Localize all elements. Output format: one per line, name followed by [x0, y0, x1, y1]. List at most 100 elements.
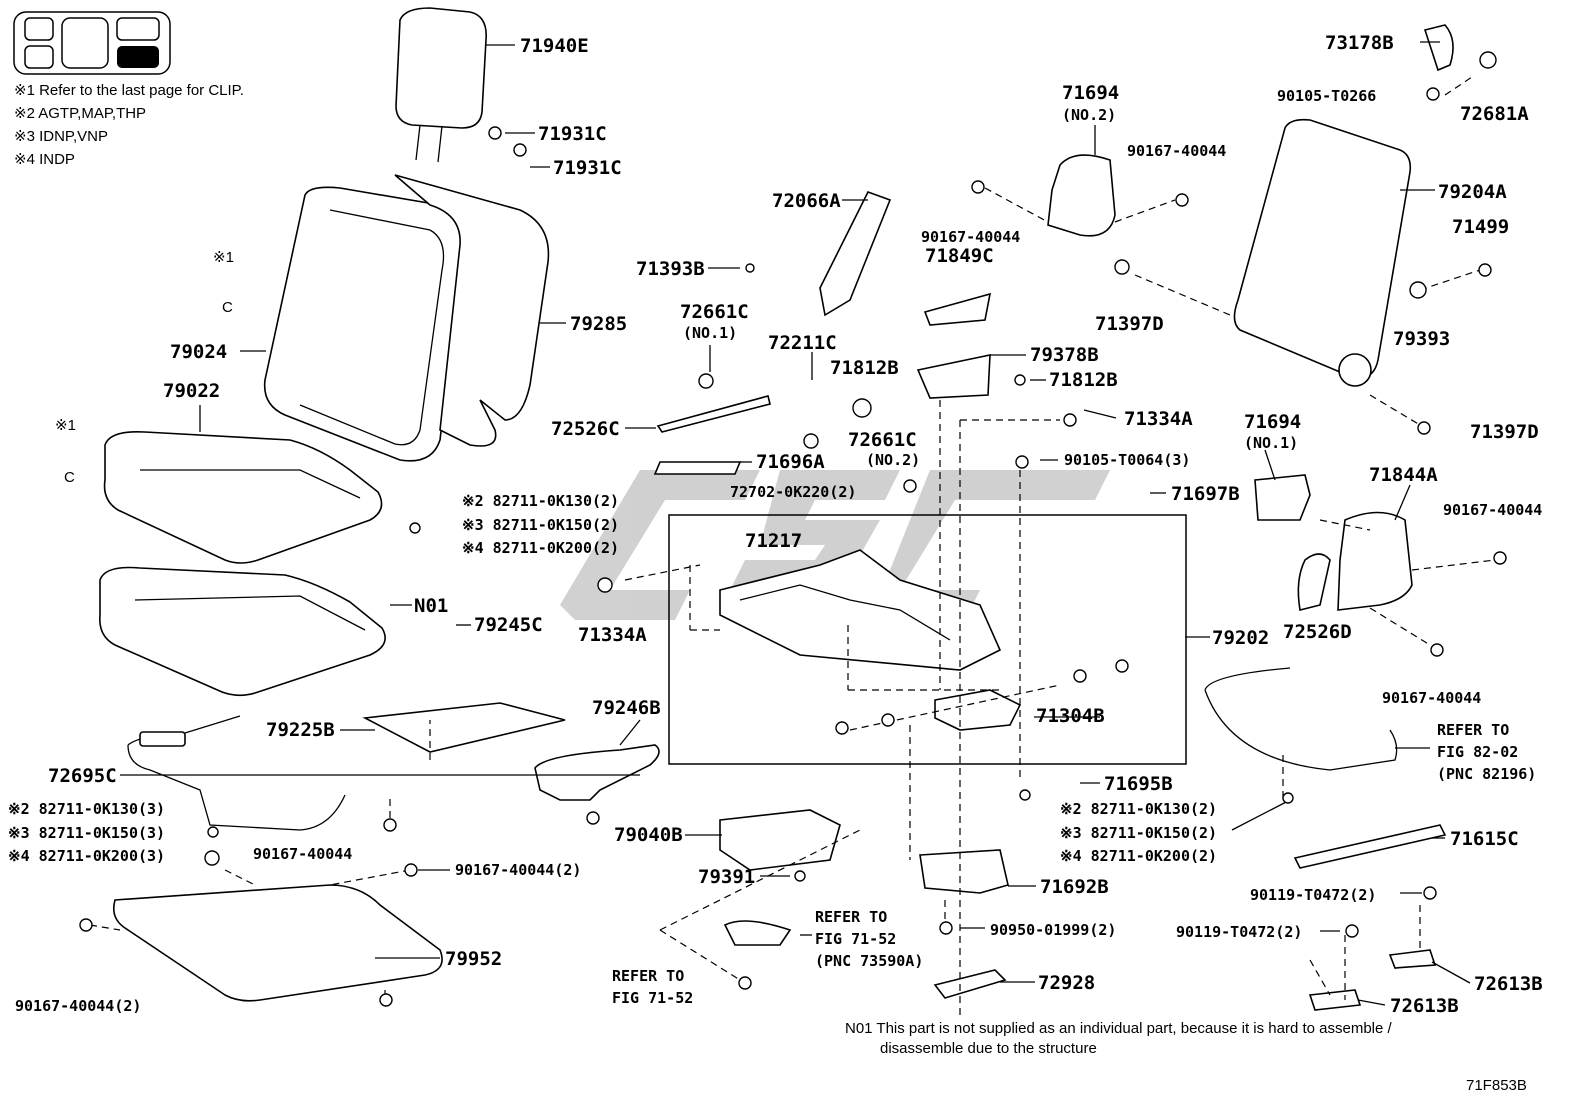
note-n01-cont: disassemble due to the structure [880, 1040, 1097, 1057]
harness-connector [139, 731, 186, 747]
label-71397D-a: 71397D [1095, 313, 1164, 335]
clip-ref-1: ※1 [213, 249, 234, 266]
note-n01: N01 This part is not supplied as an indi… [845, 1020, 1393, 1037]
cover-72928-part [933, 969, 1007, 999]
cable-part [1204, 667, 1398, 771]
label-72661C-2: 72661C [848, 429, 917, 451]
bracket-72613b-lower [1308, 989, 1362, 1011]
label-71334A-a: 71334A [1124, 408, 1193, 430]
label-90167-d: 90167-40044 [1382, 689, 1481, 707]
label-71499: 71499 [1452, 216, 1509, 238]
assembly-dash-lines [89, 74, 1496, 1015]
label-79378B: 79378B [1030, 344, 1099, 366]
label-71217: 71217 [745, 530, 802, 552]
label-90167-c: 90167-40044 [1443, 501, 1542, 519]
label-90167-b: 90167-40044 [1127, 142, 1226, 160]
hinge-cover-no2 [1047, 154, 1116, 237]
label-79040B: 79040B [614, 824, 683, 846]
label-72613B-b: 72613B [1390, 995, 1459, 1017]
label-72661C-1: 72661C [680, 301, 749, 323]
small-cover-part [1423, 24, 1454, 72]
seatback-pad-part [394, 174, 550, 447]
clip-c-1: C [222, 299, 233, 316]
lever-knob-part [1297, 553, 1331, 611]
label-71694-2-no: (NO.2) [1062, 106, 1116, 124]
label-90167-f: 90167-40044(2) [455, 861, 581, 879]
label-71849C: 71849C [925, 245, 994, 267]
bracket-72613b-upper [1388, 949, 1437, 969]
label-71931C-a: 71931C [538, 123, 607, 145]
label-79022: 79022 [163, 380, 220, 402]
cushion-frame-part [112, 884, 443, 1002]
label-72526C: 72526C [551, 418, 620, 440]
label-90105-T0266: 90105-T0266 [1277, 87, 1376, 105]
label-72661C-1-no: (NO.1) [683, 324, 737, 342]
label-72702: 72702-0K220(2) [730, 483, 856, 501]
label-79952: 79952 [445, 948, 502, 970]
label-82711-a2: ※2 82711-0K130(2) [462, 492, 619, 510]
cushion-pad-part [98, 566, 386, 697]
label-90167-a: 90167-40044 [921, 228, 1020, 246]
label-71694-1: 71694 [1244, 411, 1301, 433]
label-71697B: 71697B [1171, 483, 1240, 505]
label-71931C-b: 71931C [553, 157, 622, 179]
frame-assy-box [668, 514, 1187, 765]
clip-c-2: C [64, 469, 75, 486]
label-79225B: 79225B [266, 719, 335, 741]
label-72211C: 72211C [768, 332, 837, 354]
label-72695C: 72695C [48, 765, 117, 787]
note-indp: ※4 INDP [14, 151, 75, 168]
leader-lines [120, 41, 1471, 1006]
label-90119-b: 90119-T0472(2) [1176, 923, 1302, 941]
label-72928: 72928 [1038, 972, 1095, 994]
part-labels: 71940E 71931C 71931C 79285 79024 79022 7… [8, 32, 1543, 1017]
label-79391: 79391 [698, 866, 755, 888]
label-79285: 79285 [570, 313, 627, 335]
label-82711-a3: ※3 82711-0K150(2) [462, 516, 619, 534]
label-79202: 79202 [1212, 627, 1269, 649]
pad-71696a-part [653, 461, 742, 475]
label-ref-71a-3: (PNC 73590A) [815, 952, 923, 970]
label-82711-b2: ※2 82711-0K130(3) [8, 800, 165, 818]
label-N01: N01 [414, 595, 448, 617]
label-ref-82-1: REFER TO [1437, 721, 1509, 739]
cushion-sheet-part [362, 702, 566, 753]
label-71615C: 71615C [1450, 828, 1519, 850]
label-ref-71a-1: REFER TO [815, 908, 887, 926]
note-agtp: ※2 AGTP,MAP,THP [14, 105, 146, 122]
trim-cover-part [923, 292, 992, 326]
label-ref-71b-2: FIG 71-52 [612, 989, 693, 1007]
cushion-cover-part [103, 430, 383, 564]
label-72681A: 72681A [1460, 103, 1529, 125]
label-79204A: 79204A [1438, 181, 1507, 203]
bracket-79040b-part [719, 809, 841, 871]
label-71940E: 71940E [520, 35, 589, 57]
label-71694-1-no: (NO.1) [1244, 434, 1298, 452]
label-71304B: 71304B [1036, 705, 1105, 727]
label-71692B: 71692B [1040, 876, 1109, 898]
cover-no1-part [1254, 474, 1311, 521]
label-72066A: 72066A [772, 190, 841, 212]
label-90105-T0064: 90105-T0064(3) [1064, 451, 1190, 469]
seatback-frame-part [1233, 118, 1412, 387]
label-71812B-a: 71812B [830, 357, 899, 379]
cover-71692b-part [919, 849, 1009, 894]
label-71694-2: 71694 [1062, 82, 1119, 104]
label-79393: 79393 [1393, 328, 1450, 350]
label-82711-b3: ※3 82711-0K150(3) [8, 824, 165, 842]
label-79024: 79024 [170, 341, 227, 363]
clip-ref-2: ※1 [55, 417, 76, 434]
label-72613B-a: 72613B [1474, 973, 1543, 995]
label-79246B: 79246B [592, 697, 661, 719]
headrest-part [395, 7, 487, 163]
label-71397D-b: 71397D [1470, 421, 1539, 443]
seat-frame-part [719, 549, 1002, 671]
rod-72526c-part [656, 395, 771, 433]
label-90119-a: 90119-T0472(2) [1250, 886, 1376, 904]
label-82711-b4: ※4 82711-0K200(3) [8, 847, 165, 865]
recliner-part [934, 689, 1022, 731]
hinge-cover-right [1337, 511, 1413, 611]
label-ref-71a-2: FIG 71-52 [815, 930, 896, 948]
label-82711-c3: ※3 82711-0K150(2) [1060, 824, 1217, 842]
